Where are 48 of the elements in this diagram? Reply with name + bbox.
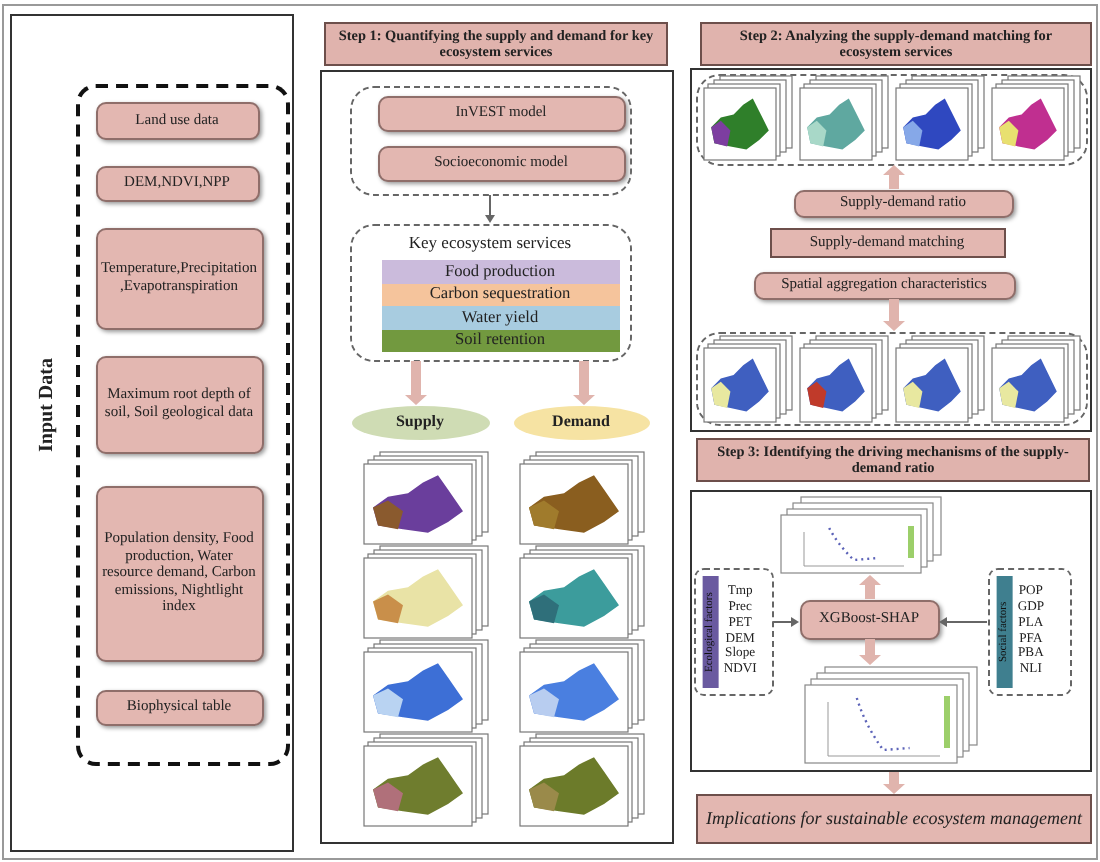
process-box xyxy=(793,189,1013,217)
process-box xyxy=(95,485,263,661)
service-band xyxy=(381,329,619,351)
output-label: Supply xyxy=(395,412,445,432)
arrow xyxy=(859,575,881,599)
group-frame xyxy=(349,223,631,361)
arrow xyxy=(405,361,427,405)
process-box xyxy=(95,355,263,453)
service-label: Food production xyxy=(444,261,556,281)
factor-box xyxy=(693,567,773,695)
picture xyxy=(779,495,943,575)
step-header xyxy=(324,22,668,66)
arrow xyxy=(772,617,799,627)
step-panel xyxy=(690,490,1092,772)
service-band xyxy=(381,305,619,329)
arrow xyxy=(859,639,881,665)
arrow xyxy=(883,772,905,794)
arrow xyxy=(573,361,595,405)
service-label: Water yield xyxy=(461,307,539,327)
factor-box xyxy=(987,567,1071,695)
process-box xyxy=(769,227,1005,257)
section-title: Input Data xyxy=(35,358,59,452)
step-header xyxy=(696,438,1090,482)
service-band xyxy=(381,259,619,283)
service-band xyxy=(381,283,619,305)
process-box xyxy=(377,95,625,131)
service-label: Carbon sequestration xyxy=(429,284,571,304)
group-frame xyxy=(349,85,631,195)
process-box xyxy=(753,271,1015,299)
step-header xyxy=(700,22,1092,66)
picture xyxy=(803,665,979,765)
process-box xyxy=(377,145,625,181)
process-box xyxy=(95,101,259,139)
service-label: Soil retention xyxy=(455,330,545,350)
process-box xyxy=(95,165,259,201)
output-label: Demand xyxy=(552,412,610,432)
arrow xyxy=(883,165,905,189)
conclusion-text: Implications for sustainable ecosystem management xyxy=(706,808,1082,830)
arrow xyxy=(883,299,905,331)
input-group-frame xyxy=(75,83,289,765)
group-title: Key ecosystem services xyxy=(408,233,572,253)
arrow xyxy=(485,194,495,223)
arrow xyxy=(939,617,988,627)
conclusion-box xyxy=(696,794,1092,844)
step-panel xyxy=(10,14,294,852)
process-box xyxy=(95,689,263,725)
process-box xyxy=(799,599,939,639)
process-box xyxy=(95,227,263,329)
